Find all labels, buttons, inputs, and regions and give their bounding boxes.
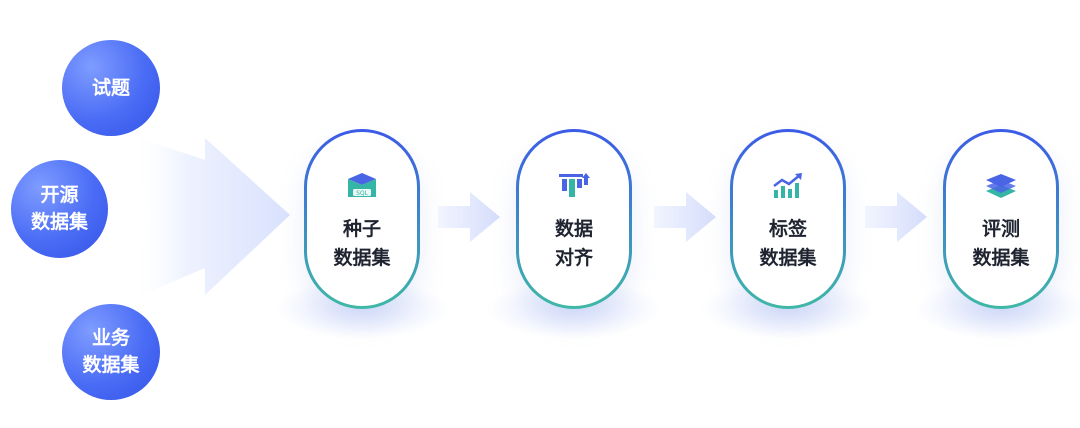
source-circle-open-source-dataset: 开源 数据集	[11, 160, 108, 258]
source-label-line: 数据集	[82, 354, 140, 376]
sql-badge-text: SQL	[356, 190, 369, 197]
source-label-line: 业务	[91, 327, 130, 349]
funnel-arrow	[130, 135, 290, 300]
step-data-alignment: 数据 对齐	[486, 129, 662, 339]
step-label: 种子 数据集	[333, 218, 391, 269]
source-circle-exam-questions: 试题	[62, 40, 160, 136]
step-label: 评测 数据集	[972, 218, 1030, 269]
source-circle-business-dataset: 业务 数据集	[62, 304, 160, 400]
source-label-line: 数据集	[30, 211, 88, 233]
layers-stack-icon	[986, 174, 1016, 198]
step-evaluation-dataset: 评测 数据集	[913, 129, 1080, 339]
flow-arrow	[438, 192, 500, 242]
trend-chart-icon	[773, 173, 802, 198]
sql-database-icon: SQL	[348, 173, 376, 197]
step-label-dataset: 标签 数据集	[700, 129, 876, 339]
step-label: 数据 对齐	[554, 218, 593, 269]
step-label: 标签 数据集	[759, 218, 817, 269]
source-label-line: 试题	[91, 76, 130, 99]
step-seed-dataset: SQL 种子 数据集	[274, 129, 450, 339]
flow-arrow	[865, 192, 927, 242]
flow-arrow	[654, 192, 716, 242]
source-label-line: 开源	[40, 184, 79, 206]
align-bars-icon	[559, 173, 590, 197]
